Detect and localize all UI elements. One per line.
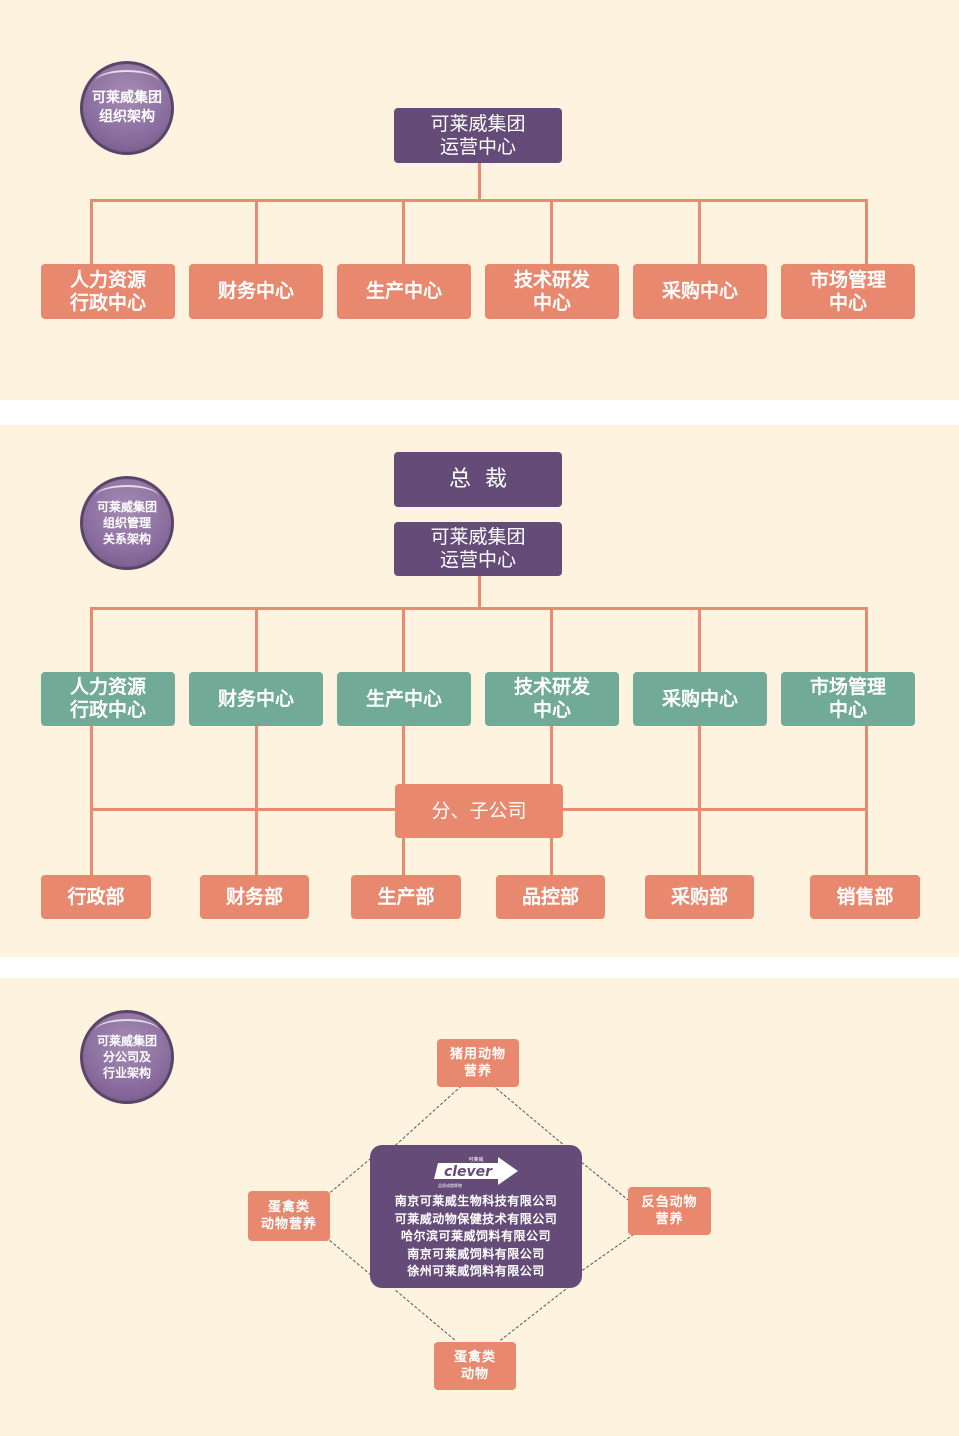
connector: [402, 199, 405, 265]
center-box-rnd: 技术研发 中心: [485, 264, 619, 319]
company-item: 徐州可莱威饲料有限公司: [407, 1264, 545, 1278]
management-structure-section: 可莱威集团 组织管理 关系架构 总 裁 可莱威集团 运营中心 人力资源 行政中心…: [0, 425, 959, 957]
org-structure-section: 可莱威集团 组织架构 可莱威集团 运营中心 人力资源 行政中心 财务中心 生产中…: [0, 0, 959, 400]
connector: [90, 199, 868, 202]
logo-slogan: 品质成就辉煌: [438, 1182, 462, 1188]
org-structure-badge: 可莱威集团 组织架构: [80, 61, 174, 155]
company-list: 南京可莱威生物科技有限公司 可莱威动物保健技术有限公司 哈尔滨可莱威饲料有限公司…: [370, 1193, 582, 1281]
company-item: 可莱威动物保健技术有限公司: [394, 1211, 558, 1226]
subsidiaries-box: 分、子公司: [395, 784, 563, 838]
department-box-finance: 财务部: [200, 875, 309, 919]
node-ruminant-nutrition: 反刍动物 营养: [628, 1187, 711, 1235]
president-box: 总 裁: [394, 452, 562, 507]
center-box-purchasing: 采购中心: [633, 672, 767, 726]
department-box-sales: 销售部: [810, 875, 920, 919]
center-box-finance: 财务中心: [189, 264, 323, 319]
center-box-rnd: 技术研发 中心: [485, 672, 619, 726]
industry-structure-badge: 可莱威集团 分公司及 行业架构: [80, 1010, 174, 1104]
connector: [865, 607, 868, 877]
connector: [90, 199, 93, 265]
connector: [865, 199, 868, 265]
company-item: 南京可莱威生物科技有限公司: [394, 1194, 558, 1208]
node-pig-nutrition: 猪用动物 营养: [437, 1039, 519, 1087]
center-box-finance: 财务中心: [189, 672, 323, 726]
connector: [402, 607, 405, 877]
center-box-hr: 人力资源 行政中心: [41, 264, 175, 319]
company-item: 南京可莱威饲料有限公司: [407, 1246, 545, 1261]
connector: [698, 607, 701, 877]
operations-center-box: 可莱威集团 运营中心: [394, 522, 562, 576]
clever-logo-icon: clever 可莱威 品质成就辉煌: [434, 1156, 518, 1188]
connector: [90, 607, 93, 877]
connector: [550, 199, 553, 265]
department-box-qc: 品控部: [496, 875, 605, 919]
connector: [255, 199, 258, 265]
connector: [478, 575, 481, 609]
node-poultry-nutrition: 蛋禽类 动物营养: [248, 1191, 330, 1241]
connector: [255, 607, 258, 877]
management-structure-badge: 可莱威集团 组织管理 关系架构: [80, 476, 174, 570]
center-box-production: 生产中心: [337, 672, 471, 726]
center-box-marketing: 市场管理 中心: [781, 672, 915, 726]
companies-hub: clever 可莱威 品质成就辉煌 南京可莱威生物科技有限公司 可莱威动物保健技…: [370, 1145, 582, 1288]
operations-center-box: 可莱威集团 运营中心: [394, 108, 562, 163]
center-box-marketing: 市场管理 中心: [781, 264, 915, 319]
company-item: 哈尔滨可莱威饲料有限公司: [400, 1229, 551, 1243]
department-box-admin: 行政部: [41, 875, 151, 919]
connector: [698, 199, 701, 265]
logo-wordmark: clever: [444, 1164, 493, 1180]
center-box-production: 生产中心: [337, 264, 471, 319]
logo-cn: 可莱威: [468, 1156, 483, 1163]
department-box-purchasing: 采购部: [645, 875, 754, 919]
connector: [478, 162, 481, 200]
connector: [90, 607, 868, 610]
department-box-production: 生产部: [351, 875, 461, 919]
connector: [550, 607, 553, 877]
node-poultry-animal: 蛋禽类 动物: [434, 1342, 516, 1390]
center-box-purchasing: 采购中心: [633, 264, 767, 319]
center-box-hr: 人力资源 行政中心: [41, 672, 175, 726]
